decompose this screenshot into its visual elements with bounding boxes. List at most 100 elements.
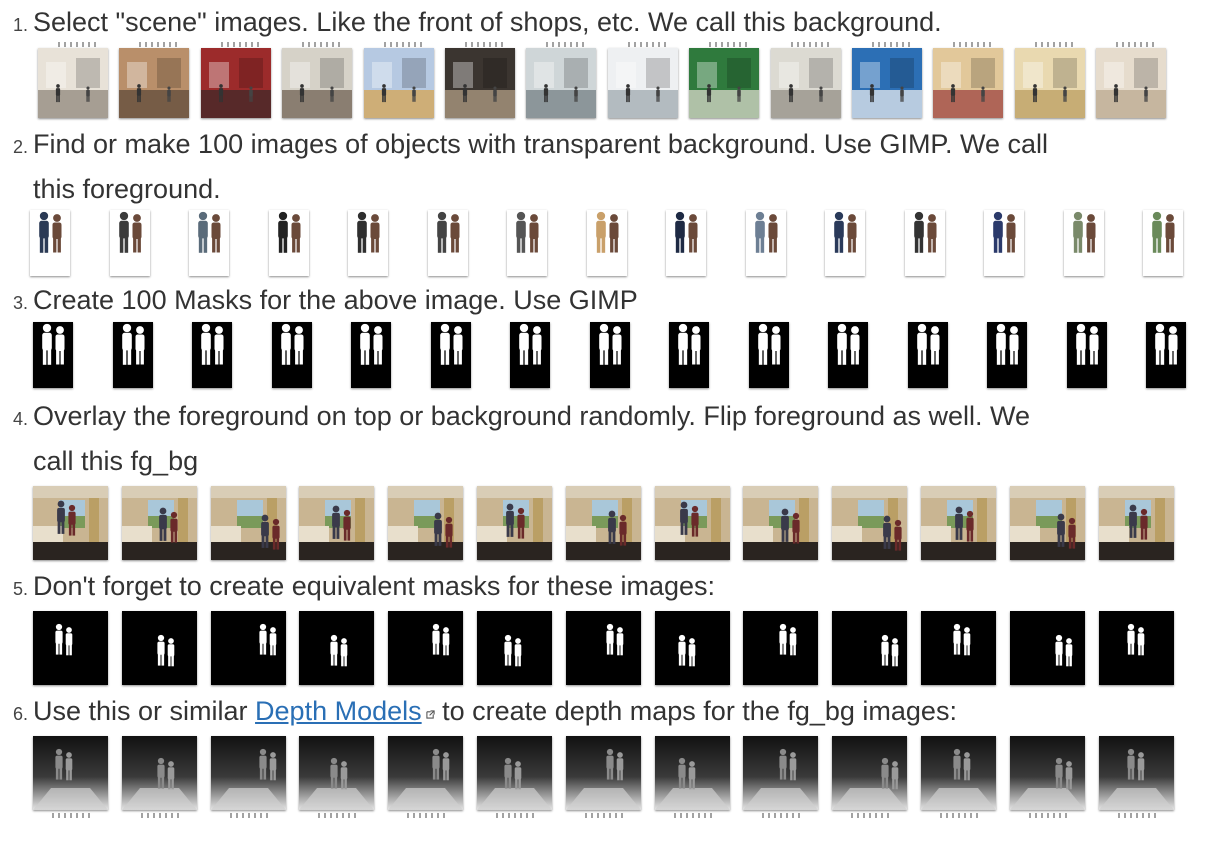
fg-bg-thumbnail <box>210 486 286 560</box>
foreground-thumbnail <box>109 210 150 276</box>
step-3-number: 3. <box>13 293 29 313</box>
depth-map-thumbnail <box>33 736 108 810</box>
fg-bg-mask-thumbnail <box>299 611 375 685</box>
background-thumbnail <box>282 48 353 118</box>
fg-bg-thumbnail <box>1098 486 1174 560</box>
fg-bg-mask-images-row <box>33 611 1183 687</box>
step-6-text-before: Use this or similar <box>33 696 256 726</box>
fg-bg-mask-thumbnail <box>921 611 996 685</box>
step-2-number: 2. <box>13 137 29 157</box>
fg-bg-mask-thumbnail <box>565 611 641 685</box>
fg-bg-mask-thumbnail <box>388 611 464 685</box>
foreground-thumbnail <box>666 210 706 276</box>
depth-map-thumbnail <box>743 736 819 810</box>
mask-thumbnail <box>828 322 868 388</box>
fg-bg-mask-thumbnail <box>33 611 108 685</box>
foreground-thumbnail <box>1063 210 1104 276</box>
mask-thumbnail <box>33 322 73 388</box>
step-2-text-line2: this foreground. <box>33 174 221 204</box>
mask-thumbnail <box>510 322 550 388</box>
step-5-text: Don't forget to create equivalent masks … <box>33 571 716 601</box>
step-3-heading: 3. Create 100 Masks for the above image.… <box>0 278 1200 323</box>
step-2-heading: 2. Find or make 100 images of objects wi… <box>0 122 1200 212</box>
fg-bg-thumbnail <box>1009 486 1085 560</box>
mask-thumbnail <box>589 322 630 388</box>
mask-thumbnail <box>1146 322 1186 388</box>
foreground-thumbnail <box>348 210 388 276</box>
step-4-number: 4. <box>13 409 29 429</box>
background-thumbnail <box>200 48 271 118</box>
depth-map-thumbnail <box>654 736 730 810</box>
step-3-text: Create 100 Masks for the above image. Us… <box>33 285 638 315</box>
step-4-heading: 4. Overlay the foreground on top or back… <box>0 394 1200 484</box>
step-1-number: 1. <box>13 15 29 35</box>
mask-images-row <box>33 322 1186 398</box>
step-4-text-line1: Overlay the foreground on top or backgro… <box>33 401 1031 431</box>
step-2: 2. Find or make 100 images of objects wi… <box>0 122 1200 212</box>
foreground-thumbnail <box>427 210 468 276</box>
background-thumbnail <box>689 48 760 118</box>
background-thumbnail <box>1096 48 1167 118</box>
step-4-text-line2: call this fg_bg <box>33 446 199 476</box>
mask-thumbnail <box>1066 322 1107 388</box>
step-6-number: 6. <box>13 704 29 724</box>
fg-bg-thumbnail <box>388 486 464 560</box>
background-images-row <box>38 48 1178 124</box>
fg-bg-mask-thumbnail <box>654 611 730 685</box>
depth-map-thumbnail <box>210 736 286 810</box>
depth-map-thumbnail <box>477 736 552 810</box>
fg-bg-thumbnail <box>121 486 197 560</box>
fg-bg-mask-thumbnail <box>743 611 819 685</box>
background-thumbnail <box>38 48 108 118</box>
fg-bg-mask-thumbnail <box>210 611 286 685</box>
depth-map-thumbnail <box>565 736 641 810</box>
mask-thumbnail <box>112 322 153 388</box>
depth-map-thumbnail <box>921 736 996 810</box>
step-3: 3. Create 100 Masks for the above image.… <box>0 278 1200 323</box>
background-thumbnail <box>119 48 190 118</box>
step-5-heading: 5. Don't forget to create equivalent mas… <box>0 564 1200 609</box>
depth-map-thumbnail <box>388 736 464 810</box>
background-thumbnail <box>363 48 434 118</box>
depth-models-link[interactable]: Depth Models <box>255 696 422 726</box>
fg-bg-mask-thumbnail <box>1098 611 1174 685</box>
foreground-thumbnail <box>268 210 309 276</box>
depth-map-thumbnail <box>832 736 908 810</box>
step-2-text-line1: Find or make 100 images of objects with … <box>33 129 1048 159</box>
foreground-thumbnail <box>1143 210 1183 276</box>
fg-bg-mask-thumbnail <box>832 611 908 685</box>
foreground-thumbnail <box>189 210 229 276</box>
fg-bg-mask-thumbnail <box>1009 611 1085 685</box>
background-thumbnail <box>607 48 678 118</box>
fg-bg-thumbnail <box>33 486 108 560</box>
step-6-heading: 6. Use this or similar Depth Models to c… <box>0 689 1200 734</box>
fg-bg-thumbnail <box>832 486 908 560</box>
depth-map-thumbnail <box>1098 736 1174 810</box>
depth-map-thumbnail <box>121 736 197 810</box>
fg-bg-mask-thumbnail <box>121 611 197 685</box>
background-thumbnail <box>852 48 922 118</box>
external-link-icon[interactable] <box>426 710 435 719</box>
step-5: 5. Don't forget to create equivalent mas… <box>0 564 1200 609</box>
depth-map-thumbnail <box>1009 736 1085 810</box>
foreground-thumbnail <box>984 210 1024 276</box>
step-1-heading: 1. Select "scene" images. Like the front… <box>0 0 1200 45</box>
step-1: 1. Select "scene" images. Like the front… <box>0 0 1200 45</box>
foreground-thumbnail <box>745 210 786 276</box>
step-6: 6. Use this or similar Depth Models to c… <box>0 689 1200 734</box>
step-6-text-after: to create depth maps for the fg_bg image… <box>434 696 957 726</box>
foreground-thumbnail <box>904 210 945 276</box>
step-1-text: Select "scene" images. Like the front of… <box>33 7 942 37</box>
mask-thumbnail <box>669 322 709 388</box>
depth-map-images-row <box>33 736 1183 812</box>
step-4: 4. Overlay the foreground on top or back… <box>0 394 1200 484</box>
mask-thumbnail <box>748 322 789 388</box>
step-1-cut-labels <box>0 42 1200 47</box>
background-thumbnail <box>1014 48 1085 118</box>
foreground-images-row <box>30 210 1183 286</box>
fg-bg-images-row <box>33 486 1183 562</box>
background-thumbnail <box>770 48 841 118</box>
depth-map-thumbnail <box>299 736 375 810</box>
step-6-cut-labels <box>0 813 1200 818</box>
fg-bg-thumbnail <box>654 486 730 560</box>
